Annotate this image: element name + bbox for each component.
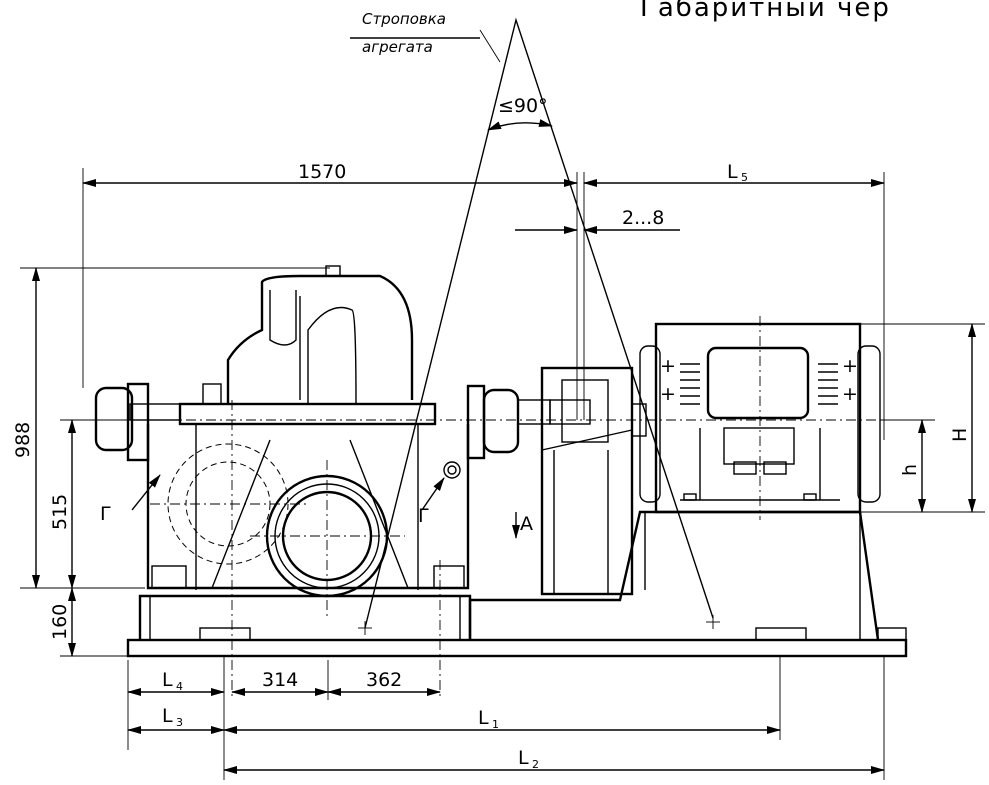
angle-label: ≤90° <box>498 95 548 117</box>
motor-bolt-2: + <box>660 383 676 405</box>
motor: + + + + <box>639 316 881 520</box>
dim-h: h <box>880 419 935 513</box>
drawing-title: Габаритный чер <box>640 0 891 23</box>
sling-lines: Строповка агрегата ≤90° <box>350 10 720 635</box>
dim-515-text: 515 <box>49 494 71 530</box>
dim-h-text: h <box>899 464 921 476</box>
dim-515: 515 <box>49 419 140 589</box>
dim-L5-sub: 5 <box>741 171 748 184</box>
dim-L4-text: L <box>162 669 173 691</box>
coupling-guard: А <box>512 366 647 596</box>
dim-L3-sub: 3 <box>176 716 183 729</box>
bottom-dimensions: L 4 314 362 L 3 L 1 L 2 <box>127 656 885 780</box>
dim-314-text: 314 <box>262 669 298 691</box>
dim-L5: L 5 <box>583 161 885 440</box>
dim-L3-text: L <box>162 705 173 727</box>
base-frame <box>126 510 908 658</box>
dim-160-text: 160 <box>49 604 71 640</box>
motor-bolt-3: + <box>842 355 858 377</box>
sling-label-1: Строповка <box>362 10 446 28</box>
pump-body: Г Г <box>66 265 900 700</box>
dim-988-text: 988 <box>12 422 34 458</box>
dim-L1-sub: 1 <box>492 718 499 731</box>
dim-L4-sub: 4 <box>176 680 183 693</box>
motor-bolt-4: + <box>842 383 858 405</box>
dim-L1-text: L <box>478 707 489 729</box>
dim-clearance: 2...8 <box>515 207 680 234</box>
dim-L2-sub: 2 <box>532 758 539 771</box>
dim-160: 160 <box>49 587 130 657</box>
sling-label-2: агрегата <box>362 38 433 56</box>
dim-988: 988 <box>12 267 330 589</box>
dim-clearance-text: 2...8 <box>622 207 664 229</box>
dim-L2-text: L <box>518 747 529 769</box>
dim-1570: 1570 <box>82 161 585 420</box>
dim-L5-text: L <box>727 161 738 183</box>
section-mark-right: Г <box>418 505 430 527</box>
section-mark-left: Г <box>100 503 112 525</box>
dim-1570-text: 1570 <box>298 161 346 183</box>
motor-bolt-1: + <box>660 355 676 377</box>
dim-362-text: 362 <box>366 669 402 691</box>
dim-H-text: H <box>949 428 971 442</box>
view-mark-A: А <box>520 513 533 535</box>
